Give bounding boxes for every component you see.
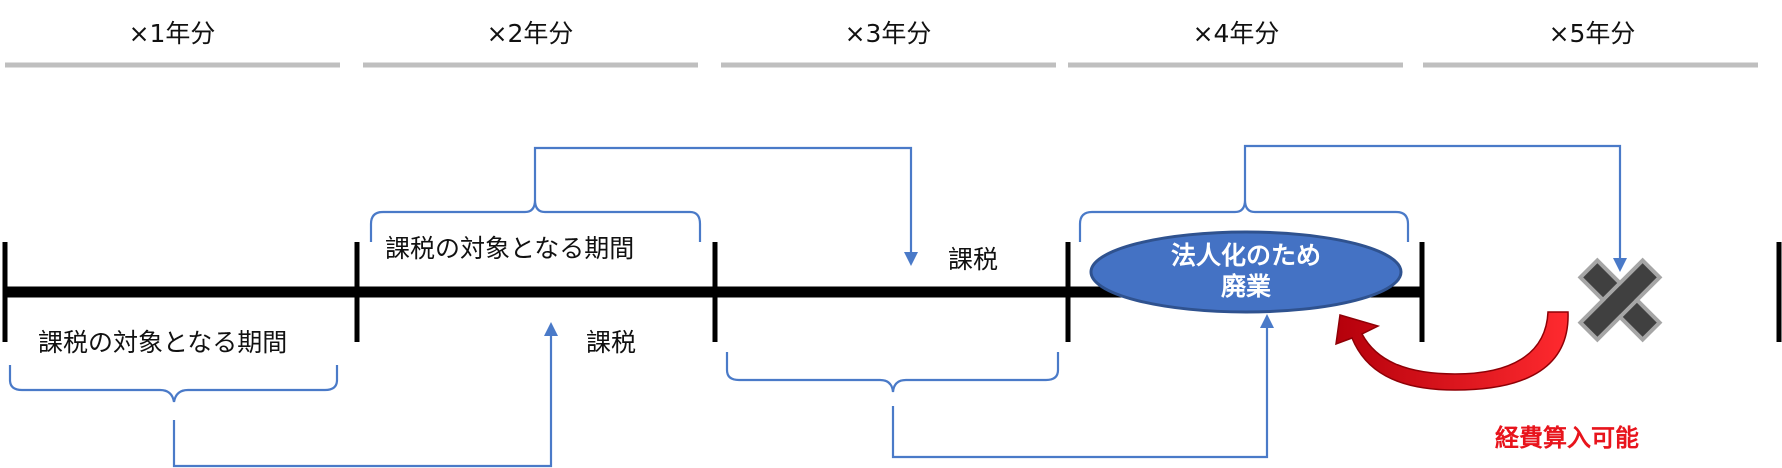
- period-label-top: 課税の対象となる期間: [385, 234, 635, 263]
- arrowhead-up-1: [544, 322, 558, 336]
- brace-bottom-year3: [725, 352, 1060, 393]
- arrowheads: [544, 252, 1627, 336]
- arrowhead-up-2: [1260, 314, 1274, 328]
- arrowhead-down-1: [904, 252, 918, 266]
- year-label-2: ×2年分: [486, 19, 574, 48]
- brace-bottom-year1: [8, 365, 339, 403]
- timeline-ticks: [2, 242, 1782, 342]
- year-label-4: ×4年分: [1192, 19, 1280, 48]
- closure-ellipse: [1089, 230, 1403, 314]
- connector-top-a: [533, 146, 913, 255]
- arrowhead-down-2: [1613, 258, 1627, 272]
- tax-label-bottom: 課税: [586, 328, 637, 357]
- ellipse-label-line2: 廃業: [1220, 272, 1271, 301]
- ellipse-label-line1: 法人化のため: [1170, 241, 1321, 270]
- expense-label: 経費算入可能: [1495, 424, 1639, 452]
- curved-arrow-icon: [1335, 311, 1569, 391]
- year-label-3: ×3年分: [844, 19, 932, 48]
- connector-bottom-b: [891, 318, 1269, 459]
- connector-bottom-a: [172, 326, 553, 468]
- year-label-5: ×5年分: [1548, 19, 1636, 48]
- year-label-1: ×1年分: [128, 19, 216, 48]
- x-mark-icon: [1577, 257, 1663, 343]
- ellipse-label: 法人化のため 廃業: [1126, 240, 1366, 302]
- tax-label-top: 課税: [948, 245, 999, 274]
- connectors: [8, 144, 1622, 468]
- period-label-bottom: 課税の対象となる期間: [38, 328, 288, 357]
- connector-top-b: [1243, 144, 1622, 262]
